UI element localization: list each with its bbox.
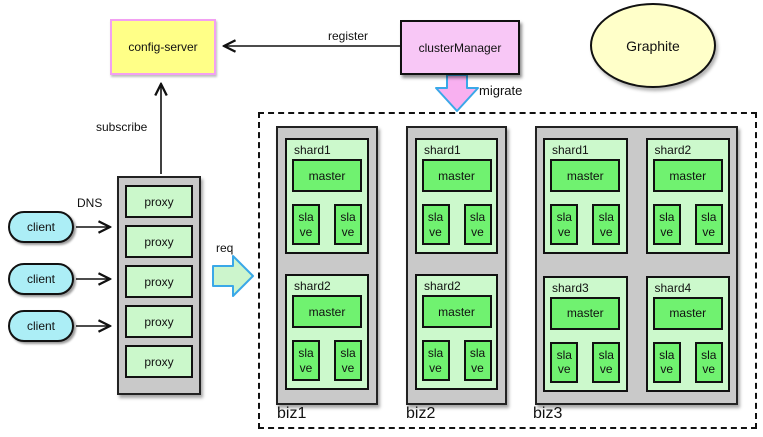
client-node-2: client: [8, 263, 74, 295]
slave-node: sla ve: [592, 204, 621, 245]
migrate-edge-label: migrate: [479, 83, 523, 98]
cluster-label-biz1: biz1: [277, 405, 307, 422]
master-node: master: [652, 296, 723, 330]
client-node-1: client: [8, 211, 74, 243]
master-node: master: [550, 159, 621, 192]
proxy-node: proxy: [125, 305, 193, 338]
shard-box: shard4 master sla ve sla ve: [645, 275, 730, 392]
biz2-cluster: shard1 master sla ve sla ve shard2 maste…: [406, 126, 507, 405]
slave-node: sla ve: [550, 341, 579, 383]
master-node: master: [550, 296, 621, 330]
shard-label: shard3: [552, 280, 589, 295]
shard-label: shard2: [424, 279, 461, 293]
slave-node: sla ve: [421, 204, 450, 245]
shard-box: shard2 master sla ve sla ve: [415, 274, 498, 390]
sharding-zone-border: [258, 112, 757, 429]
proxy-node: proxy: [125, 225, 193, 258]
proxy-node: proxy: [125, 265, 193, 298]
slave-row: sla ve sla ve: [545, 204, 626, 245]
dns-edge-label: DNS: [77, 196, 103, 210]
shard-label: shard4: [654, 280, 692, 295]
biz1-cluster: shard1 master sla ve sla ve shard2 maste…: [276, 126, 378, 405]
slave-row: sla ve sla ve: [287, 204, 367, 245]
slave-node: sla ve: [292, 340, 320, 381]
req-block-arrow: [212, 255, 254, 297]
master-node: master: [292, 295, 362, 328]
shard-label: shard1: [552, 143, 589, 157]
shard-box: shard2 master sla ve sla ve: [285, 274, 369, 390]
master-node: master: [421, 159, 492, 192]
req-edge-label: req: [216, 241, 234, 255]
slave-row: sla ve sla ve: [287, 340, 367, 381]
slave-row: sla ve sla ve: [648, 204, 729, 245]
cluster-label-biz3: biz3: [533, 405, 563, 422]
shard-box: shard1 master sla ve sla ve: [285, 138, 369, 254]
proxy-node: proxy: [125, 345, 193, 378]
slave-row: sla ve sla ve: [648, 341, 729, 383]
slave-row: sla ve sla ve: [417, 204, 496, 245]
slave-node: sla ve: [334, 340, 362, 381]
migrate-block-arrow: [435, 74, 479, 112]
shard-label: shard2: [294, 279, 331, 293]
register-edge-label: register: [328, 29, 369, 43]
slave-row: sla ve sla ve: [545, 341, 626, 383]
client-node-3: client: [8, 310, 74, 342]
slave-node: sla ve: [334, 204, 362, 245]
client-label: client: [26, 319, 55, 333]
shard-label: shard1: [294, 143, 331, 157]
shard-label: shard2: [654, 143, 692, 157]
biz3-cluster: shard1 master sla ve sla ve shard2 maste…: [535, 126, 738, 405]
shard-box: shard1 master sla ve sla ve: [543, 138, 628, 254]
shard-label: shard1: [424, 143, 461, 157]
slave-row: sla ve sla ve: [417, 340, 496, 381]
client-label: client: [26, 272, 55, 286]
client-label: client: [26, 220, 55, 234]
shard-box: shard1 master sla ve sla ve: [415, 138, 498, 254]
config-server-node: config-server: [110, 19, 216, 75]
cluster-manager-node: clusterManager: [400, 20, 520, 75]
slave-node: sla ve: [592, 341, 621, 383]
slave-node: sla ve: [694, 204, 723, 245]
slave-node: sla ve: [463, 204, 492, 245]
config-server-label: config-server: [128, 40, 198, 54]
slave-node: sla ve: [292, 204, 320, 245]
slave-node: sla ve: [694, 341, 723, 383]
master-node: master: [421, 295, 492, 328]
graphite-label: Graphite: [626, 37, 680, 54]
slave-node: sla ve: [652, 204, 681, 245]
slave-node: sla ve: [550, 204, 579, 245]
slave-node: sla ve: [421, 340, 450, 381]
slave-node: sla ve: [463, 340, 492, 381]
shard-box: shard2 master sla ve sla ve: [645, 138, 730, 254]
master-node: master: [652, 159, 723, 192]
proxy-node: proxy: [125, 185, 193, 218]
cluster-label-biz2: biz2: [406, 405, 436, 422]
slave-node: sla ve: [652, 341, 681, 383]
shard-box: shard3 master sla ve sla ve: [543, 275, 628, 392]
subscribe-edge-label: subscribe: [96, 120, 148, 134]
cluster-manager-label: clusterManager: [418, 40, 502, 55]
master-node: master: [292, 159, 362, 192]
proxy-stack: proxy proxy proxy proxy proxy: [117, 176, 201, 395]
graphite-node: Graphite: [590, 3, 716, 88]
